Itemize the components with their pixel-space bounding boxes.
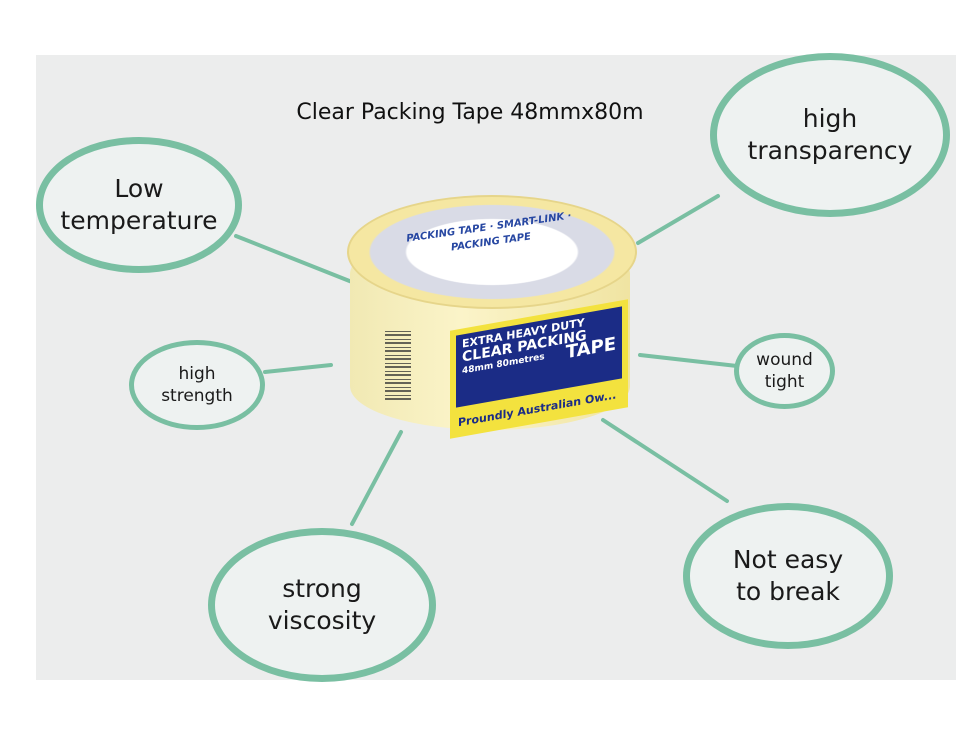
feature-text: wound tight [756, 349, 813, 392]
feature-bubble-high-strength: high strength [129, 340, 265, 430]
feature-bubble-wound-tight: wound tight [734, 333, 835, 409]
feature-text: high strength [161, 363, 233, 406]
feature-bubble-high-transparency: high transparency [710, 53, 950, 217]
page-title: Clear Packing Tape 48mmx80m [296, 100, 644, 125]
barcode-icon [385, 330, 411, 400]
feature-text: Low temperature [60, 173, 218, 236]
tape-roll-image: PACKING TAPE · SMART-LINK · PACKING TAPE… [345, 190, 637, 450]
feature-bubble-not-easy-to-break: Not easy to break [683, 503, 893, 649]
connector-high-transparency [636, 194, 720, 245]
feature-text: high transparency [747, 103, 913, 166]
feature-bubble-low-temperature: Low temperature [36, 137, 242, 273]
feature-text: strong viscosity [267, 573, 377, 636]
tape-roll-top [347, 195, 637, 309]
connector-strong-viscosity [350, 430, 403, 526]
feature-text: Not easy to break [732, 544, 844, 607]
connector-high-strength [263, 363, 333, 374]
connector-not-easy-to-break [601, 418, 729, 503]
feature-bubble-strong-viscosity: strong viscosity [208, 528, 436, 682]
connector-wound-tight [638, 353, 739, 368]
connector-low-temperature [234, 234, 354, 284]
